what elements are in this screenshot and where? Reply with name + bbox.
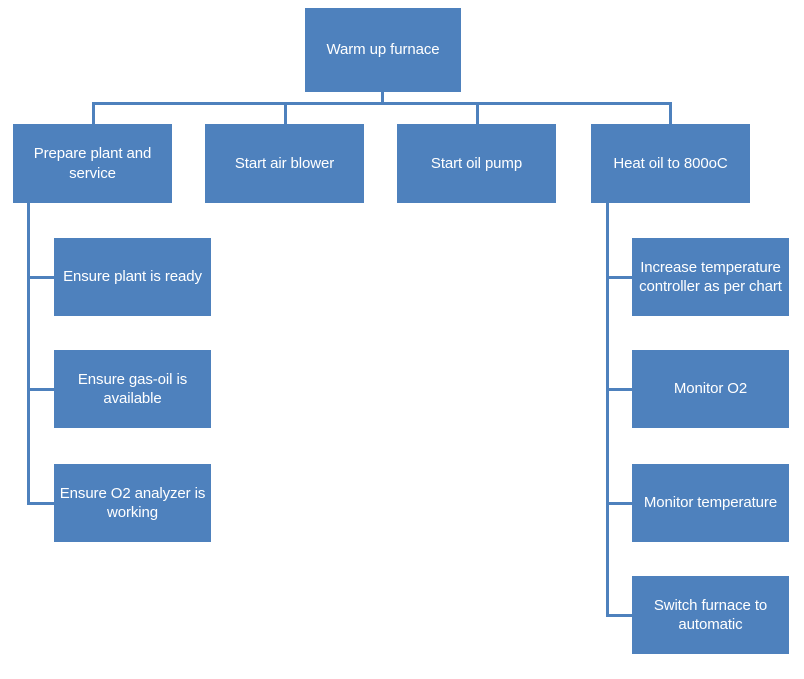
connector-left-spine bbox=[27, 203, 30, 505]
node-label: Prepare plant and service bbox=[33, 145, 152, 182]
node-ensure-plant-is-ready[interactable]: Ensure plant is ready bbox=[54, 238, 211, 316]
node-ensure-gas-oil-is-available[interactable]: Ensure gas-oil is available bbox=[54, 350, 211, 428]
node-increase-temperature-controller[interactable]: Increase temperature controller as per c… bbox=[632, 238, 789, 316]
node-label: Switch furnace to automatic bbox=[653, 596, 768, 633]
connector-drop-oil-pump bbox=[476, 102, 479, 125]
node-label: Monitor O2 bbox=[673, 380, 748, 398]
node-label: Heat oil to 800oC bbox=[613, 154, 728, 172]
connector-drop-prepare bbox=[92, 102, 95, 125]
node-label: Increase temperature controller as per c… bbox=[639, 258, 782, 295]
connector-right-stub-3 bbox=[606, 502, 634, 505]
connector-right-stub-1 bbox=[606, 276, 634, 279]
node-label: Ensure O2 analyzer is working bbox=[59, 484, 206, 521]
connector-trunk-horizontal bbox=[92, 102, 672, 105]
node-heat-oil-to-800c[interactable]: Heat oil to 800oC bbox=[591, 124, 750, 203]
node-monitor-o2[interactable]: Monitor O2 bbox=[632, 350, 789, 428]
node-warm-up-furnace[interactable]: Warm up furnace bbox=[305, 8, 461, 92]
connector-left-stub-2 bbox=[27, 388, 55, 391]
node-label: Ensure plant is ready bbox=[63, 268, 202, 286]
node-label: Warm up furnace bbox=[326, 41, 440, 59]
connector-left-stub-3 bbox=[27, 502, 55, 505]
connector-right-stub-4 bbox=[606, 614, 634, 617]
connector-drop-air-blower bbox=[284, 102, 287, 125]
node-ensure-o2-analyzer-is-working[interactable]: Ensure O2 analyzer is working bbox=[54, 464, 211, 542]
node-switch-furnace-to-automatic[interactable]: Switch furnace to automatic bbox=[632, 576, 789, 654]
node-label: Ensure gas-oil is available bbox=[77, 370, 188, 407]
connector-drop-heat-oil bbox=[669, 102, 672, 125]
node-label: Start oil pump bbox=[430, 154, 523, 172]
connector-right-spine bbox=[606, 203, 609, 617]
node-prepare-plant-and-service[interactable]: Prepare plant and service bbox=[13, 124, 172, 203]
connector-root-drop bbox=[381, 92, 384, 105]
node-start-oil-pump[interactable]: Start oil pump bbox=[397, 124, 556, 203]
connector-left-stub-1 bbox=[27, 276, 55, 279]
node-label: Monitor temperature bbox=[643, 494, 778, 512]
connector-right-stub-2 bbox=[606, 388, 634, 391]
node-start-air-blower[interactable]: Start air blower bbox=[205, 124, 364, 203]
node-monitor-temperature[interactable]: Monitor temperature bbox=[632, 464, 789, 542]
node-label: Start air blower bbox=[234, 154, 335, 172]
